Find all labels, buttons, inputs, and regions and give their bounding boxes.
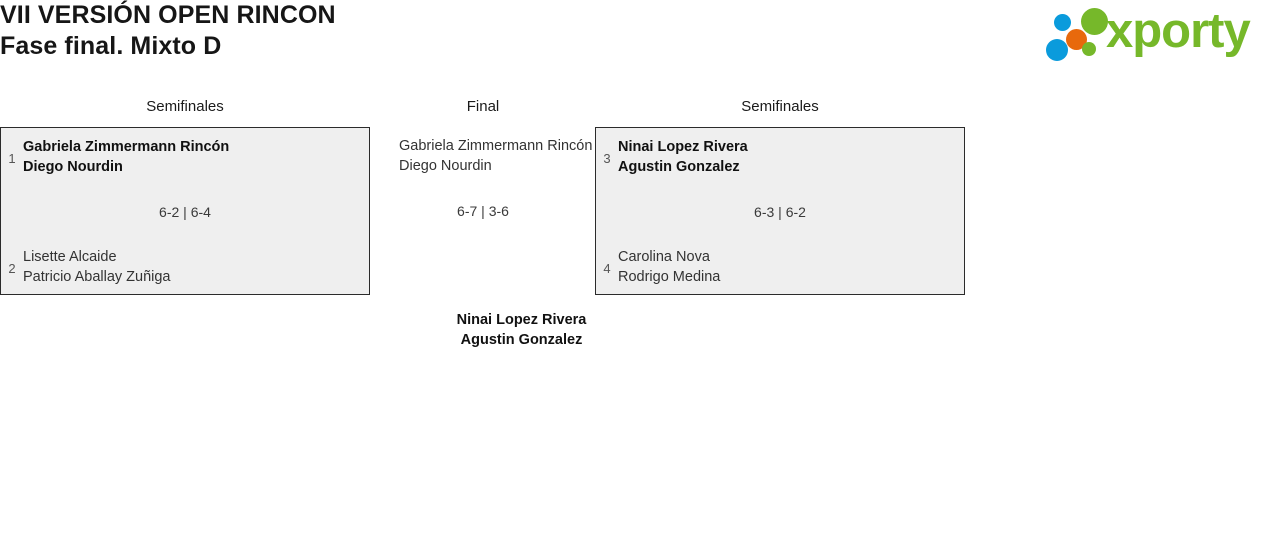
semifinal-left-team-bottom[interactable]: 2 Lisette Alcaide Patricio Aballay Zuñig… bbox=[1, 248, 369, 287]
logo-dot-blue-small bbox=[1054, 14, 1071, 31]
page-title: VII VERSIÓN OPEN RINCON Fase final. Mixt… bbox=[0, 0, 820, 62]
tournament-phase: Fase final. Mixto D bbox=[0, 32, 222, 60]
semifinal-right-score: 6-3 | 6-2 bbox=[754, 204, 806, 220]
champion-block[interactable]: Ninai Lopez Rivera Agustin Gonzalez bbox=[370, 311, 673, 357]
match-final[interactable]: Gabriela Zimmermann Rincón Diego Nourdin… bbox=[370, 127, 596, 295]
final-score: 6-7 | 3-6 bbox=[457, 203, 509, 219]
player-name: Rodrigo Medina bbox=[618, 268, 721, 285]
final-team-top[interactable]: Gabriela Zimmermann Rincón Diego Nourdin bbox=[370, 137, 596, 176]
semifinal-right-team-top-seed: 3 bbox=[603, 150, 611, 166]
semifinal-right-team-top-players: Ninai Lopez Rivera Agustin Gonzalez bbox=[618, 138, 748, 177]
semifinal-right-team-bottom-players: Carolina Nova Rodrigo Medina bbox=[618, 248, 720, 287]
player-name: Gabriela Zimmermann Rincón bbox=[23, 139, 230, 155]
round-header-semifinals-left: Semifinales bbox=[146, 98, 224, 115]
tournament-name: VII VERSIÓN OPEN RINCON bbox=[0, 1, 336, 29]
semifinal-right-team-bottom[interactable]: 4 Carolina Nova Rodrigo Medina bbox=[596, 248, 964, 287]
champion-players: Ninai Lopez Rivera Agustin Gonzalez bbox=[370, 311, 673, 350]
final-team-top-players: Gabriela Zimmermann Rincón Diego Nourdin bbox=[399, 137, 592, 176]
player-name: Agustin Gonzalez bbox=[460, 331, 583, 348]
logo-dot-orange bbox=[1066, 29, 1087, 50]
logo-dot-green-large bbox=[1081, 8, 1108, 35]
semifinal-left-team-bottom-seed: 2 bbox=[8, 260, 16, 276]
xporty-logo: xporty bbox=[1044, 2, 1272, 61]
semifinal-right-team-top[interactable]: 3 Ninai Lopez Rivera Agustin Gonzalez bbox=[596, 138, 964, 177]
match-semifinal-left[interactable]: 1 Gabriela Zimmermann Rincón Diego Nourd… bbox=[0, 127, 370, 295]
match-semifinal-right[interactable]: 3 Ninai Lopez Rivera Agustin Gonzalez 6-… bbox=[595, 127, 965, 295]
round-header-final: Final bbox=[466, 98, 500, 115]
player-name: Patricio Aballay Zuñiga bbox=[23, 268, 171, 285]
player-name: Diego Nourdin bbox=[399, 157, 492, 174]
player-name: Ninai Lopez Rivera bbox=[618, 139, 748, 155]
final-team-top-seed bbox=[377, 156, 399, 157]
logo-dot-blue-large bbox=[1046, 39, 1068, 61]
semifinal-left-team-top[interactable]: 1 Gabriela Zimmermann Rincón Diego Nourd… bbox=[1, 138, 369, 177]
player-name: Diego Nourdin bbox=[23, 158, 123, 175]
player-name: Carolina Nova bbox=[618, 249, 710, 265]
player-name: Lisette Alcaide bbox=[23, 249, 117, 265]
logo-dots-icon bbox=[1044, 6, 1112, 61]
logo-dot-green-small bbox=[1082, 42, 1096, 56]
logo-wordmark: xporty bbox=[1106, 4, 1251, 58]
semifinal-left-team-top-players: Gabriela Zimmermann Rincón Diego Nourdin bbox=[23, 138, 229, 177]
semifinal-left-team-top-seed: 1 bbox=[8, 150, 16, 166]
semifinal-left-team-bottom-players: Lisette Alcaide Patricio Aballay Zuñiga bbox=[23, 248, 171, 287]
round-header-semifinals-right: Semifinales bbox=[741, 98, 819, 115]
player-name: Gabriela Zimmermann Rincón bbox=[399, 138, 593, 154]
semifinal-left-score: 6-2 | 6-4 bbox=[159, 204, 211, 220]
player-name: Ninai Lopez Rivera bbox=[456, 312, 587, 328]
semifinal-right-team-bottom-seed: 4 bbox=[603, 260, 611, 276]
player-name: Agustin Gonzalez bbox=[618, 158, 740, 175]
